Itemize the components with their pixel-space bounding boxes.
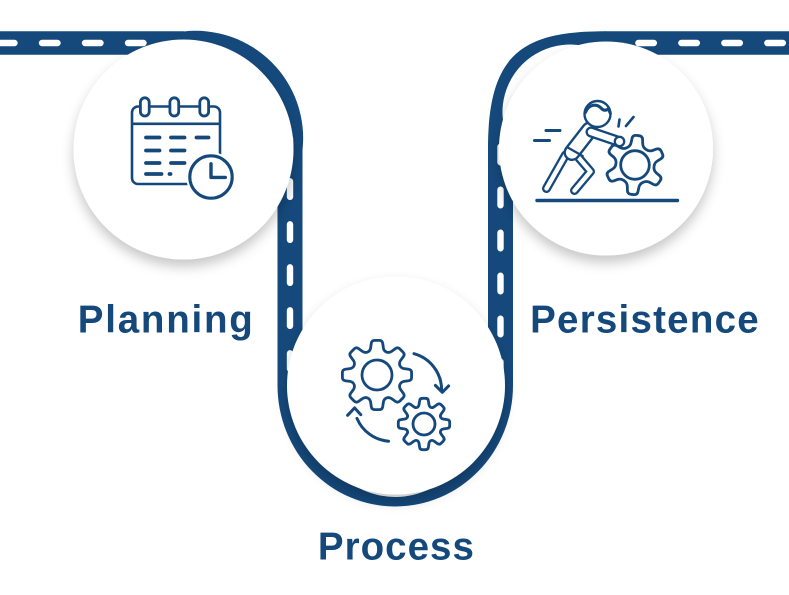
svg-text:Process: Process [318, 526, 474, 569]
svg-text:Persistence: Persistence [530, 299, 759, 342]
svg-text:Planning: Planning [78, 299, 253, 342]
